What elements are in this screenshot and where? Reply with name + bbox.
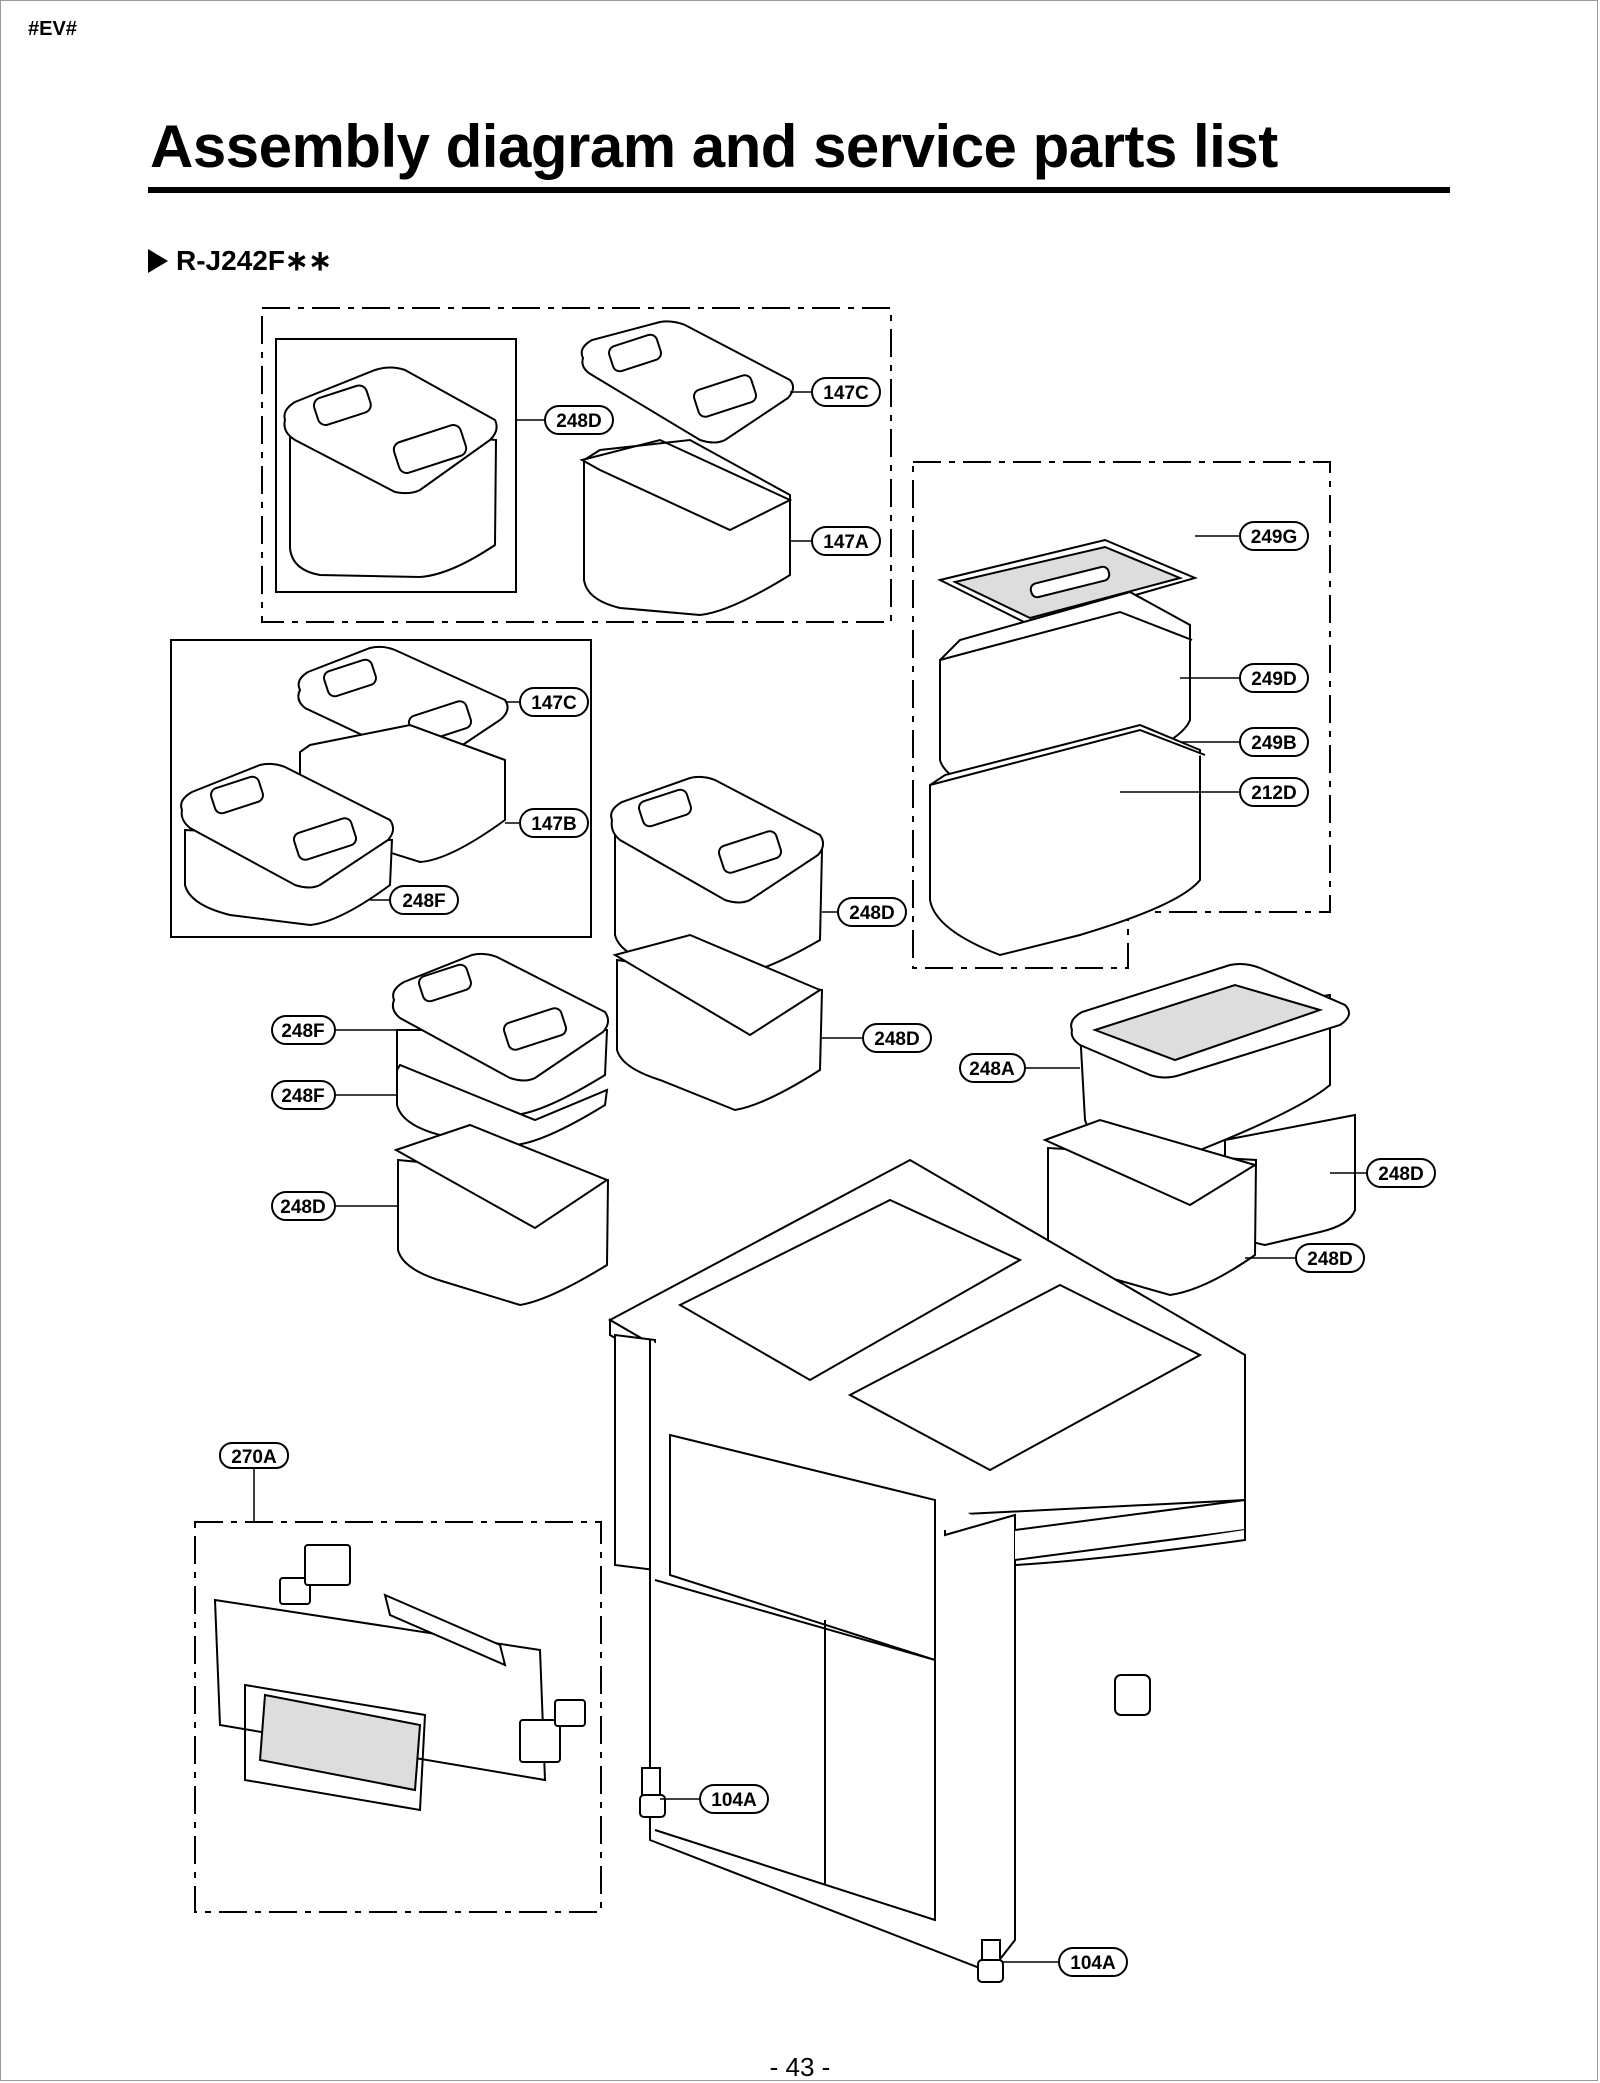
- box-248A: [1070, 963, 1350, 1162]
- label-147C-top: 147C: [823, 383, 869, 404]
- group-frame-270A: [194, 1521, 602, 1913]
- callout-248A: [959, 1053, 1026, 1083]
- callout-248D-right-2: [1295, 1243, 1365, 1273]
- label-212D: 212D: [1251, 783, 1296, 804]
- label-248D-center-2: 248D: [874, 1029, 919, 1050]
- label-249G: 249G: [1251, 527, 1297, 548]
- callout-249G: [1239, 521, 1309, 551]
- callout-248F-left-2: [271, 1080, 336, 1110]
- title-underline: [148, 187, 1450, 193]
- callout-248D-center-1: [837, 897, 907, 927]
- label-270A: 270A: [231, 1447, 277, 1468]
- callout-249D: [1239, 663, 1309, 693]
- callout-248D-top: [544, 405, 614, 435]
- box-248D-left: [393, 1123, 610, 1307]
- callout-248D-right-1: [1366, 1158, 1436, 1188]
- callout-212D: [1239, 777, 1309, 807]
- label-104A-left: 104A: [711, 1790, 757, 1811]
- label-249B: 249B: [1251, 733, 1296, 754]
- callout-270A: [219, 1442, 289, 1469]
- page-number: - 43 -: [769, 2052, 831, 2082]
- box-248D-top: [283, 366, 498, 579]
- label-248D-right-2: 248D: [1307, 1249, 1352, 1270]
- callout-147B: [519, 808, 589, 838]
- document-code: #EV#: [28, 18, 77, 40]
- box-248D-center-1: [610, 775, 824, 977]
- callout-248D-left: [271, 1191, 336, 1221]
- control-panel-270A: [213, 1544, 586, 1812]
- label-248D-right-1: 248D: [1378, 1164, 1423, 1185]
- callout-104A-bottom: [1058, 1947, 1128, 1977]
- group-frame-248D-top: [275, 338, 517, 593]
- label-147B: 147B: [531, 814, 576, 835]
- box-147A: [579, 438, 793, 617]
- model-heading: R-J242F∗∗: [148, 244, 332, 277]
- group-frame-top: [261, 307, 892, 623]
- label-249D: 249D: [1251, 669, 1296, 690]
- label-104A-bottom: 104A: [1070, 1953, 1116, 1974]
- model-label: R-J242F∗∗: [176, 245, 332, 276]
- page-title: Assembly diagram and service parts list: [150, 113, 1278, 180]
- callout-249B: [1239, 727, 1309, 757]
- freezer-cabinet: [607, 1158, 1246, 1974]
- box-248D-center-2: [612, 933, 824, 1112]
- label-248D-top: 248D: [556, 411, 601, 432]
- lid-249G: [937, 538, 1199, 627]
- callout-248D-center-2: [862, 1023, 932, 1053]
- box-248F-left-2: [396, 1063, 609, 1147]
- label-147A: 147A: [823, 532, 869, 553]
- label-248A: 248A: [969, 1059, 1015, 1080]
- box-248D-right-2: [1042, 1118, 1258, 1297]
- callout-104A-left: [699, 1784, 769, 1814]
- callout-147C-top: [811, 377, 881, 407]
- label-248D-left: 248D: [280, 1197, 325, 1218]
- label-248F-left-2: 248F: [281, 1086, 324, 1107]
- leveling-foot-104A-left: [639, 1767, 666, 1818]
- group-frame-mid: [170, 639, 592, 938]
- arrow-right-icon: [148, 248, 168, 273]
- callout-147C-mid: [519, 687, 589, 717]
- lid-147C-top: [580, 320, 794, 444]
- box-212D: [929, 723, 1206, 957]
- leveling-foot-104A-bottom: [977, 1939, 1004, 1983]
- label-248F-mid: 248F: [402, 891, 445, 912]
- callout-248F-left-1: [271, 1015, 336, 1045]
- callout-147A: [811, 526, 881, 556]
- label-248F-left-1: 248F: [281, 1021, 324, 1042]
- box-248F-mid: [180, 762, 394, 927]
- callout-248F-mid: [389, 885, 459, 915]
- label-147C-mid: 147C: [531, 693, 577, 714]
- label-248D-center-1: 248D: [849, 903, 894, 924]
